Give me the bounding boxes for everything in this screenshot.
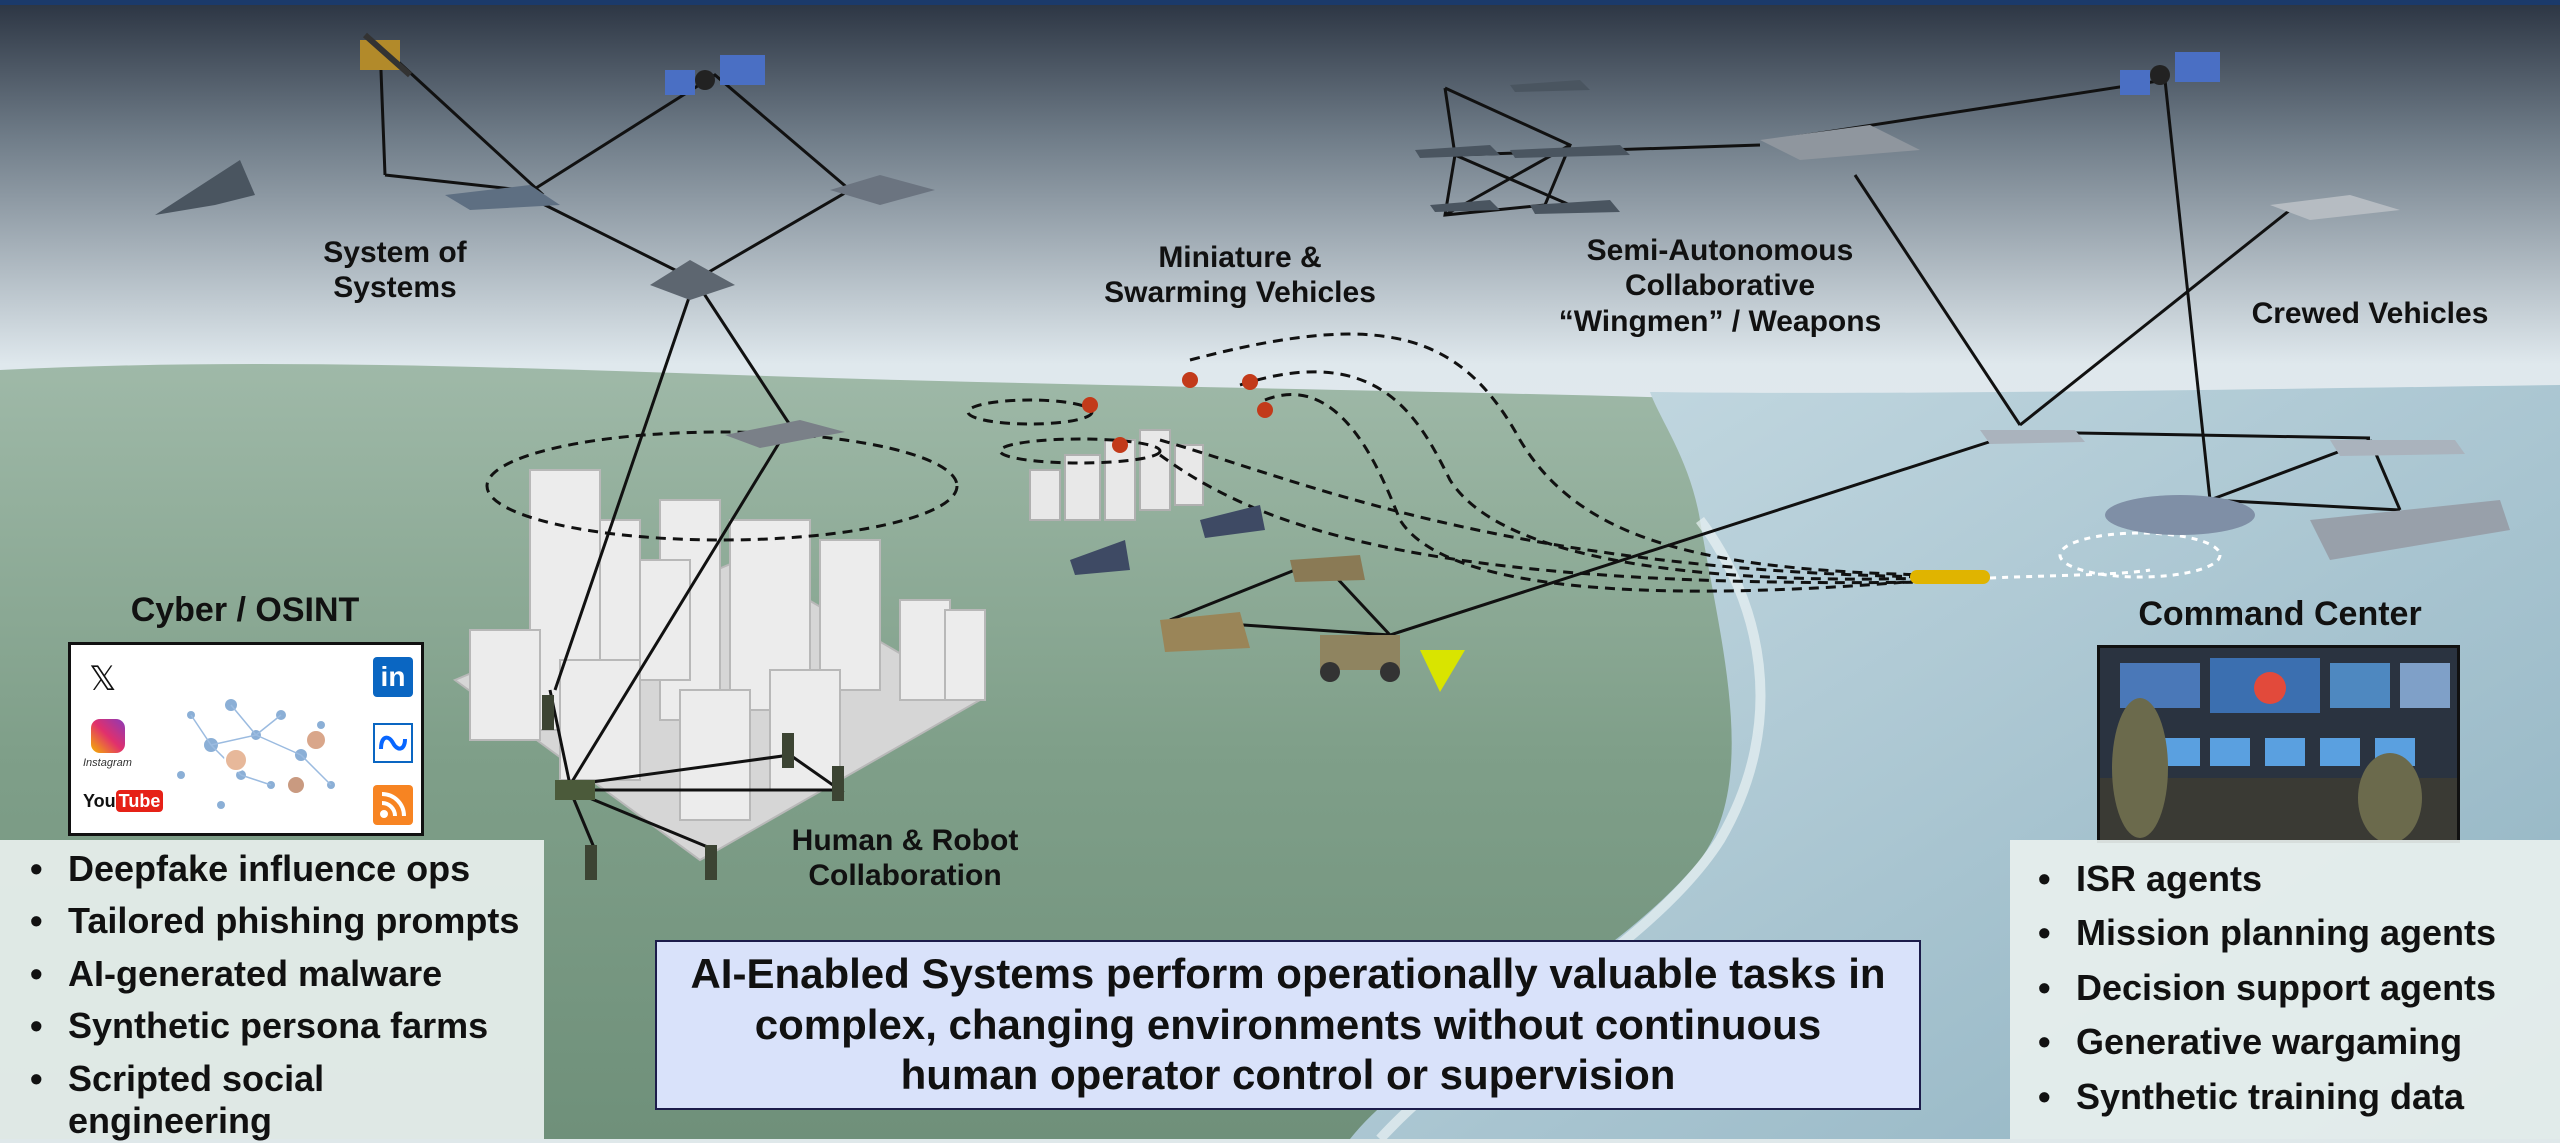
list-item: Synthetic persona farms <box>30 1005 544 1048</box>
summary-text: AI-Enabled Systems perform operationally… <box>690 950 1886 1099</box>
command-list: ISR agents Mission planning agents Decis… <box>2010 840 2560 1119</box>
cyber-osint-panel: Deepfake influence ops Tailored phishing… <box>0 840 544 1141</box>
label-semi-autonomous: Semi-Autonomous Collaborative “Wingmen” … <box>1558 234 1882 338</box>
list-item: Decision support agents <box>2038 967 2560 1010</box>
label-crewed-vehicles: Crewed Vehicles <box>2251 297 2489 330</box>
satellites <box>360 32 2220 95</box>
youtube-you: You <box>83 791 116 811</box>
command-center-photo <box>2097 645 2460 843</box>
cyber-list: Deepfake influence ops Tailored phishing… <box>0 840 544 1143</box>
label-cyber-osint: Cyber / OSINT <box>130 591 360 629</box>
ship-wake <box>2058 531 2222 579</box>
list-item: Generative wargaming <box>2038 1021 2560 1064</box>
instagram-caption: Instagram <box>83 757 132 769</box>
command-center-panel: ISR agents Mission planning agents Decis… <box>2010 840 2560 1139</box>
swarm-drones <box>1082 372 1273 453</box>
label-miniature-swarming: Miniature & Swarming Vehicles <box>1104 241 1376 310</box>
list-item: ISR agents <box>2038 858 2560 901</box>
soldiers <box>542 695 844 880</box>
summary-box: AI-Enabled Systems perform operationally… <box>655 940 1921 1110</box>
top-border <box>0 0 2560 5</box>
list-item: Synthetic training data <box>2038 1076 2560 1119</box>
ground-vehicles <box>1160 555 1465 692</box>
label-command-center: Command Center <box>2138 595 2422 633</box>
naval-assets <box>1910 430 2510 584</box>
linkedin-icon: in <box>373 657 413 697</box>
aircraft <box>155 80 2400 448</box>
label-system-of-systems: System of Systems <box>323 236 467 305</box>
instagram-icon <box>91 719 125 753</box>
list-item: Mission planning agents <box>2038 912 2560 955</box>
rss-icon <box>373 785 413 825</box>
linkedin-text: in <box>380 661 406 692</box>
social-network-graph <box>177 699 335 809</box>
meta-icon <box>373 723 413 763</box>
torpedo-wake <box>1989 568 2151 580</box>
x-icon: 𝕏 <box>89 659 117 699</box>
list-item: Scripted social engineering <box>30 1058 544 1143</box>
list-item: Tailored phishing prompts <box>30 900 544 943</box>
label-human-robot: Human & Robot Collaboration <box>791 824 1019 893</box>
youtube-tube: Tube <box>115 790 164 812</box>
list-item: Deepfake influence ops <box>30 848 544 891</box>
city-block <box>452 469 986 862</box>
list-item: AI-generated malware <box>30 953 544 996</box>
artillery <box>1070 505 1265 575</box>
